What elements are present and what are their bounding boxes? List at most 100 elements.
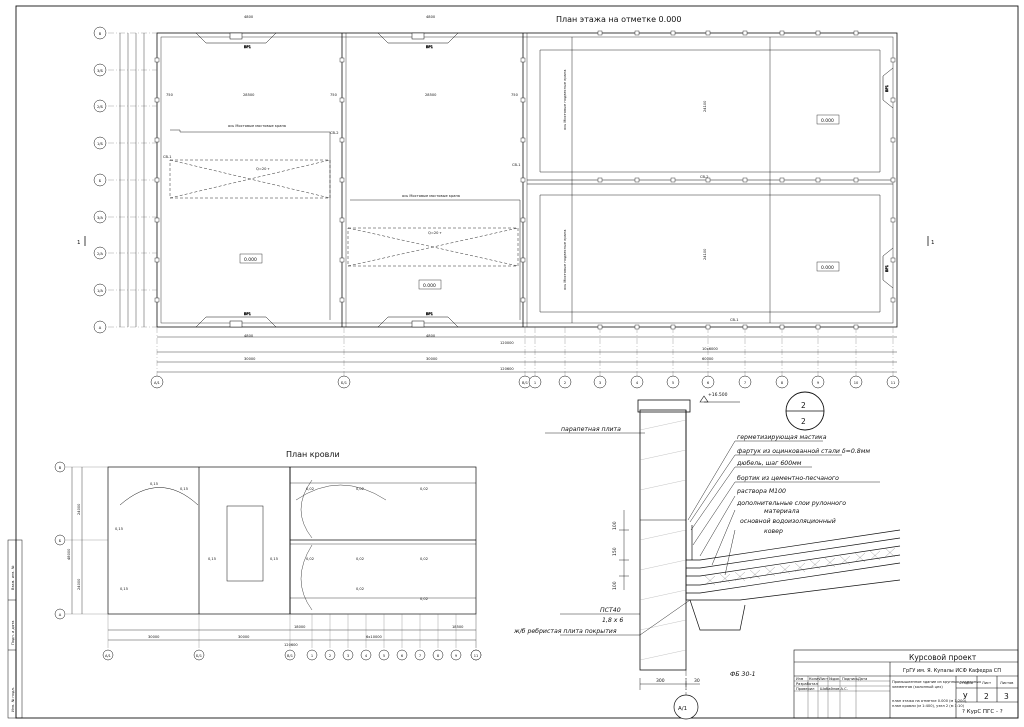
roof-plan-outline xyxy=(107,466,477,615)
span-dim-6: 24100 xyxy=(703,100,707,112)
label-pst: ПСТ40 xyxy=(600,607,621,614)
label-sealant: герметизирующая мастика xyxy=(737,434,827,441)
dim-bottom-3: 10х6000 xyxy=(702,347,719,351)
crane-cap-2: Q=20 т xyxy=(428,231,442,235)
top-dim-1: 4800 xyxy=(244,15,254,19)
roof-bottom-axis-11: 9 xyxy=(450,614,462,661)
roof-slope: 0,02 xyxy=(420,597,428,601)
stamp-sheet-hdr: Лист xyxy=(982,681,991,685)
insulation-hatch xyxy=(704,547,896,586)
roof-bottom-label: 11 xyxy=(474,654,479,658)
column xyxy=(339,177,345,183)
roof-bottom-label: 8 xyxy=(437,654,440,658)
row-axis-1: 3/Б xyxy=(93,63,107,77)
column xyxy=(853,177,859,183)
span-dim-3: 750 xyxy=(166,93,174,97)
roof-plan-title: План кровли xyxy=(286,450,340,459)
bottom-axis-10: 8 xyxy=(775,375,789,389)
row-axis-5: 3/А xyxy=(93,210,107,224)
gate-label: ВР1 xyxy=(885,85,889,92)
wall-label-3: СВ-1 xyxy=(512,163,521,167)
roof-dim-4: 6х10000 xyxy=(366,635,383,639)
column xyxy=(890,137,896,143)
roof-bottom-axis-6: 4 xyxy=(360,614,372,661)
roof-slope: 0,02 xyxy=(420,557,428,561)
left-strip xyxy=(7,539,23,719)
label-extra-layers: дополнительные слои рулонного xyxy=(736,500,846,507)
bottom-axis-5: 3 xyxy=(593,375,607,389)
row-axis-0: В xyxy=(93,26,107,40)
bottom-axis-label: 11 xyxy=(891,381,896,385)
bottom-axis-6: 4 xyxy=(630,375,644,389)
row-axis-6: 2/А xyxy=(93,246,107,260)
column xyxy=(742,30,748,36)
column xyxy=(339,97,345,103)
column xyxy=(520,177,526,183)
row-axis-label: 3/Б xyxy=(97,69,103,73)
bottom-axis-3: 1 xyxy=(528,375,542,389)
bottom-axis-13: 11 xyxy=(886,375,900,389)
bottom-axis-label: 7 xyxy=(744,381,746,385)
roof-bottom-axis-10: 8 xyxy=(432,614,444,661)
title-block xyxy=(793,649,1019,719)
bottom-axis-11: 9 xyxy=(811,375,825,389)
roof-dim-2: 30000 xyxy=(238,635,250,639)
bottom-dimension-chain xyxy=(157,336,897,373)
svg-text:0.000: 0.000 xyxy=(821,118,834,124)
column xyxy=(742,177,748,183)
dim-bottom-5: 120600 xyxy=(500,367,514,371)
top-dim-4: 4800 xyxy=(426,334,436,338)
bottom-axis-8: 6 xyxy=(701,375,715,389)
roof-bottom-label: А/1 xyxy=(105,654,111,658)
roof-side-dim-1: 24000 xyxy=(77,503,81,515)
wall-label-1: СВ-1 xyxy=(163,155,172,159)
label-base-carpet: основной водоизоляционный xyxy=(740,518,836,525)
roof-bottom-label: 5 xyxy=(383,654,385,658)
roof-dim-1: 30000 xyxy=(148,635,160,639)
stamp-sheet: 2 xyxy=(984,692,989,701)
column xyxy=(339,257,345,263)
span-dim-4: 750 xyxy=(330,93,338,97)
bottom-axis-0: А/1 xyxy=(150,375,164,389)
column xyxy=(520,97,526,103)
node-hdim-1: 300 xyxy=(656,678,665,684)
stamp-desc-3: план этажа на отметке 0.000 (м 1:200), xyxy=(892,699,967,703)
column xyxy=(742,324,748,330)
roof-lantern xyxy=(226,505,264,582)
stamp-col-1: Изм xyxy=(796,677,804,681)
roof-dim-3: 18000 xyxy=(294,625,306,629)
roof-bottom-label: 6 xyxy=(401,654,404,658)
wall-label-5: СВ-1 xyxy=(730,318,739,322)
label-carpet: ковер xyxy=(764,528,783,535)
stamp-desc-4: план кровли (м 1:400), узел 2 (м 1:10) xyxy=(892,704,965,708)
column xyxy=(705,177,711,183)
roof-top-line xyxy=(686,529,901,561)
stamp-col-5: Подпись xyxy=(842,677,858,681)
gate-label: ВР1 xyxy=(426,45,433,49)
roof-side-dim-3: 48000 xyxy=(67,548,71,560)
roof-bottom-axis-2: В/1 xyxy=(284,614,296,661)
dim-overall: 120000 xyxy=(500,341,514,345)
roof-row-label: В xyxy=(59,466,62,470)
roof-slope: 0,02 xyxy=(356,557,364,561)
roof-slope: 0,02 xyxy=(356,587,364,591)
roof-slope: 0,15 xyxy=(120,587,128,591)
column xyxy=(779,177,785,183)
columns xyxy=(154,30,896,330)
bottom-axis-9: 7 xyxy=(738,375,752,389)
left-dimension-chain xyxy=(119,33,145,327)
column xyxy=(815,30,821,36)
node-axis-label: А/1 xyxy=(678,706,687,712)
roof-row-axis-2: А xyxy=(54,608,108,620)
node-hdim-2: 30 xyxy=(694,678,700,684)
top-dim-3: 4800 xyxy=(244,334,254,338)
node-vdim-2: 150 xyxy=(612,547,618,556)
sheet-frame xyxy=(15,5,1019,719)
roof-bottom-label: 4 xyxy=(365,654,368,658)
column xyxy=(154,217,160,223)
row-axis-2: 2/Б xyxy=(93,99,107,113)
label-flashing: фартук из оцинкованной стали δ=0.8мм xyxy=(737,448,870,455)
stamp-org: ГрГУ им. Я. Купалы ИСФ Кафедра СП xyxy=(903,668,1001,674)
